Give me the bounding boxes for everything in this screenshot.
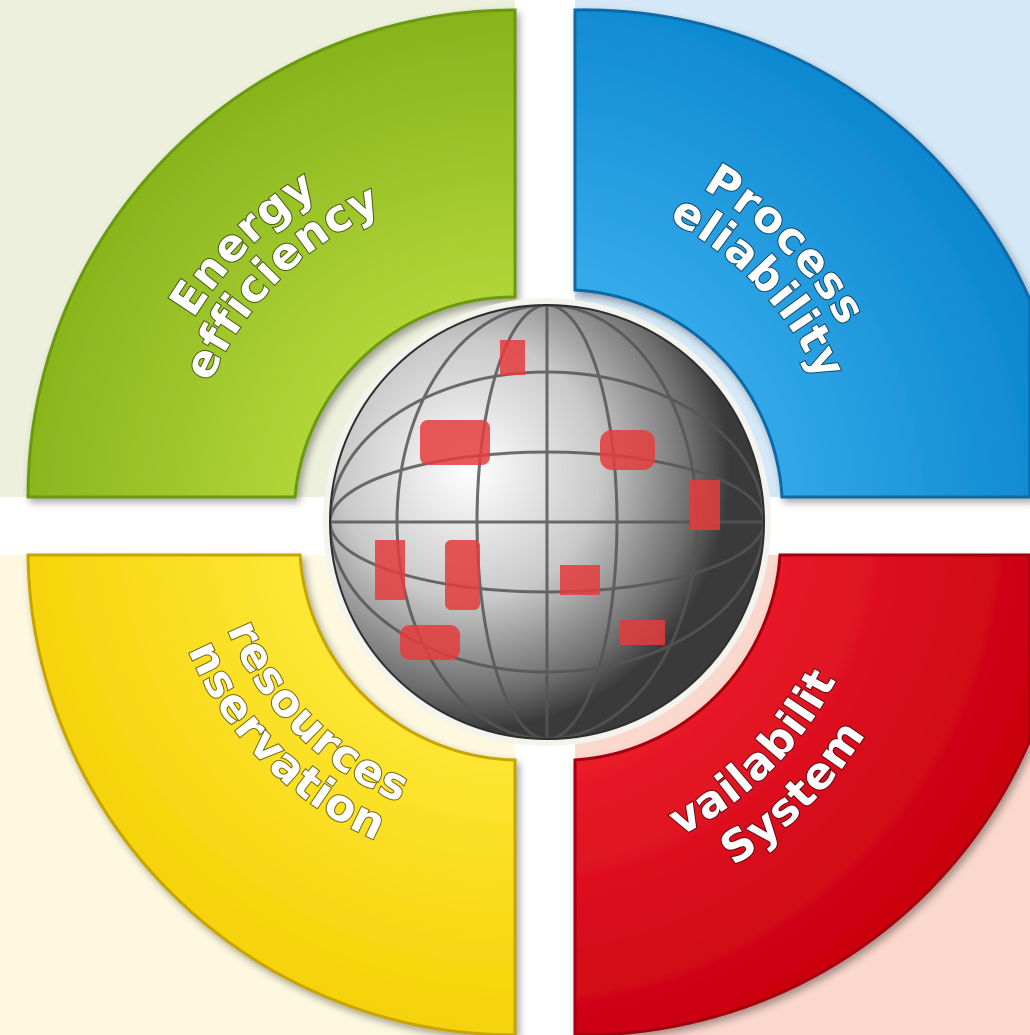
- quadrant-process-reliability[interactable]: [573, 8, 1030, 499]
- quadrant-energy-efficiency[interactable]: [26, 8, 517, 499]
- quadrant-conservation-of-resources[interactable]: [26, 553, 517, 1035]
- globe-image: [323, 298, 771, 746]
- quadrant-system-availability[interactable]: [573, 553, 1030, 1035]
